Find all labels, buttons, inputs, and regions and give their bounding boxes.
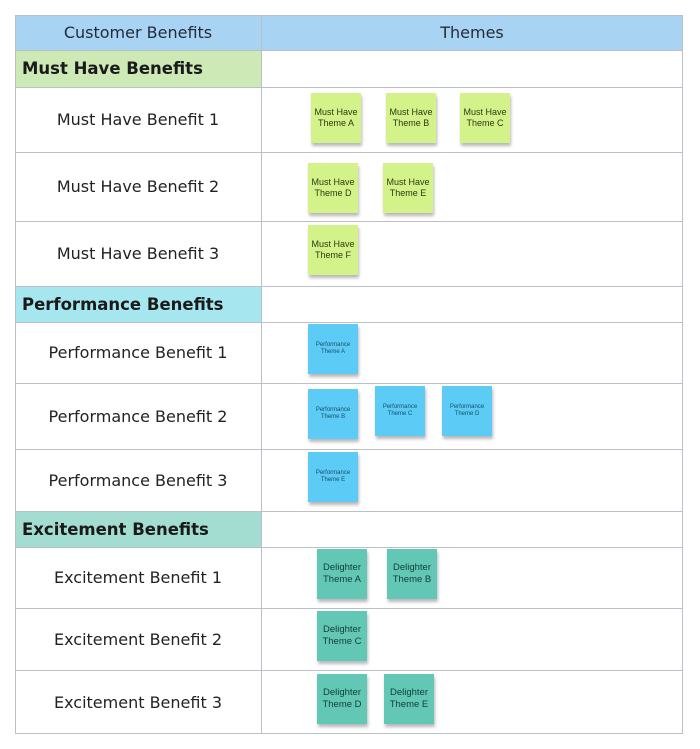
row-label-excitement-benefit-3: Excitement Benefit 3 bbox=[53, 692, 222, 712]
section-header-must-have-benefits: Must Have Benefits bbox=[15, 50, 261, 87]
frame-left bbox=[15, 15, 16, 734]
sticky-note-performance-theme-d[interactable]: Performance Theme D bbox=[442, 386, 492, 436]
sticky-note-delighter-theme-d[interactable]: Delighter Theme D bbox=[317, 674, 367, 724]
sticky-note-delighter-theme-e[interactable]: Delighter Theme E bbox=[384, 674, 434, 724]
benefits-themes-board: Customer Benefits Themes Must Have Benef… bbox=[15, 15, 683, 734]
grid-line bbox=[15, 50, 683, 51]
frame-right bbox=[682, 15, 683, 734]
row-label-excitement-benefit-1: Excitement Benefit 1 bbox=[53, 568, 222, 587]
grid-line bbox=[15, 152, 683, 153]
grid-line bbox=[15, 221, 683, 222]
frame-top bbox=[15, 15, 683, 16]
sticky-note-must-have-theme-b[interactable]: Must Have Theme B bbox=[386, 93, 436, 143]
sticky-note-must-have-theme-e[interactable]: Must Have Theme E bbox=[383, 163, 433, 213]
grid-line bbox=[15, 286, 683, 287]
section-header-performance-benefits: Performance Benefits bbox=[15, 286, 261, 322]
sticky-note-delighter-theme-c[interactable]: Delighter Theme C bbox=[317, 611, 367, 661]
row-label-performance-benefit-3: Performance Benefit 3 bbox=[48, 470, 228, 490]
frame-bottom bbox=[15, 733, 683, 734]
grid-line bbox=[15, 87, 683, 88]
grid-line bbox=[15, 383, 683, 384]
grid-line bbox=[15, 511, 683, 512]
sticky-note-performance-theme-e[interactable]: Performance Theme E bbox=[308, 452, 358, 502]
section-header-excitement-benefits: Excitement Benefits bbox=[15, 511, 261, 547]
grid-line bbox=[15, 670, 683, 671]
column-divider bbox=[261, 15, 262, 734]
sticky-note-must-have-theme-a[interactable]: Must Have Theme A bbox=[311, 93, 361, 143]
sticky-note-delighter-theme-a[interactable]: Delighter Theme A bbox=[317, 549, 367, 599]
sticky-note-performance-theme-a[interactable]: Performance Theme A bbox=[308, 324, 358, 374]
grid-line bbox=[15, 449, 683, 450]
sticky-note-delighter-theme-b[interactable]: Delighter Theme B bbox=[387, 549, 437, 599]
row-label-excitement-benefit-2: Excitement Benefit 2 bbox=[53, 629, 222, 649]
row-label-performance-benefit-1: Performance Benefit 1 bbox=[48, 343, 228, 362]
row-label-must-have-benefit-1: Must Have Benefit 1 bbox=[56, 110, 220, 129]
sticky-note-must-have-theme-d[interactable]: Must Have Theme D bbox=[308, 163, 358, 213]
grid-line bbox=[15, 608, 683, 609]
sticky-note-must-have-theme-f[interactable]: Must Have Theme F bbox=[308, 225, 358, 275]
header-customer-benefits: Customer Benefits bbox=[15, 15, 261, 50]
row-label-must-have-benefit-3: Must Have Benefit 3 bbox=[56, 244, 220, 263]
grid-line bbox=[15, 322, 683, 323]
sticky-note-must-have-theme-c[interactable]: Must Have Theme C bbox=[460, 93, 510, 143]
row-label-must-have-benefit-2: Must Have Benefit 2 bbox=[56, 177, 220, 196]
sticky-note-performance-theme-b[interactable]: Performance Theme B bbox=[308, 389, 358, 439]
sticky-note-performance-theme-c[interactable]: Performance Theme C bbox=[375, 386, 425, 436]
row-label-performance-benefit-2: Performance Benefit 2 bbox=[48, 406, 228, 426]
grid-line bbox=[15, 547, 683, 548]
header-themes: Themes bbox=[261, 15, 683, 50]
